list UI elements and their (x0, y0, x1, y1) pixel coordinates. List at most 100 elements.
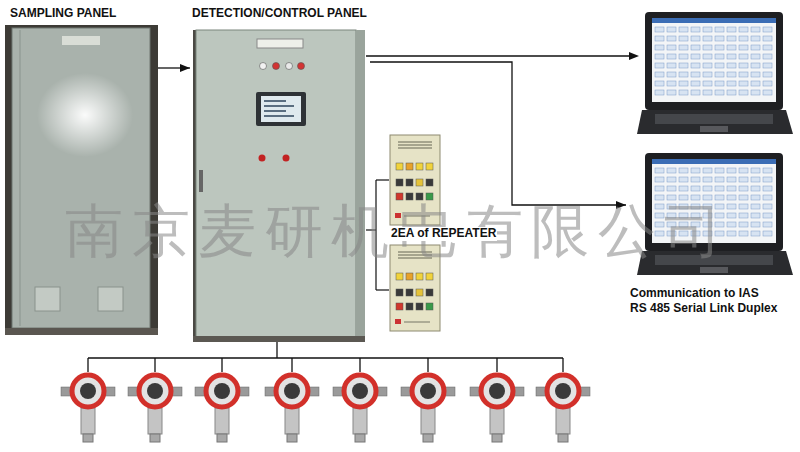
indicator-lamp (260, 63, 267, 70)
screen-cell (667, 177, 676, 182)
panel-heading: DETECTION/CONTROL PANEL (192, 6, 367, 21)
panel-heading: SAMPLING PANEL (10, 6, 116, 21)
detector-head (72, 375, 104, 407)
repeater-lamp (426, 289, 433, 296)
floor-strip (193, 336, 365, 342)
bus-drop (154, 358, 155, 372)
screen-cell (655, 81, 664, 86)
screen-cell (703, 54, 712, 59)
screen-cell (679, 45, 688, 50)
screen-cell (691, 36, 700, 41)
screen-cell (727, 72, 736, 77)
maker-logo (395, 319, 401, 324)
screen-cell (751, 81, 760, 86)
panel-subheading: RS 485 Serial Link Duplex (630, 301, 777, 316)
control-panel: DETECTION/CONTROL PANEL (190, 4, 370, 342)
repeater-lamp (396, 179, 403, 186)
screen-cell (715, 45, 724, 50)
screen-cell (763, 204, 772, 209)
screen-cell (679, 36, 688, 41)
arrow-head (629, 52, 639, 60)
screen-cell (727, 27, 736, 32)
screen-cell (727, 45, 736, 50)
gas-detector (536, 375, 590, 442)
screen-cell (763, 213, 772, 218)
sensor-cap (423, 434, 433, 442)
detector-window (489, 383, 505, 399)
screen-cell (679, 177, 688, 182)
screen-cell (667, 186, 676, 191)
cabinet-body (196, 30, 356, 340)
sampling-cabinet (5, 25, 158, 335)
screen-cell (763, 177, 772, 182)
bus-wire (88, 357, 563, 358)
screen-cell (703, 63, 712, 68)
screen-cell (715, 168, 724, 173)
screen-bar (264, 110, 286, 112)
screen-cell (751, 204, 760, 209)
sensor-cap (83, 434, 93, 442)
screen-cell (763, 195, 772, 200)
screen-bar (264, 100, 286, 102)
touchpad (700, 126, 728, 132)
screen-cell (679, 186, 688, 191)
screen-cell (763, 222, 772, 227)
sampling-panel: SAMPLING PANEL (4, 4, 158, 336)
title-bar (652, 159, 776, 164)
gas-detector (401, 375, 455, 442)
name-plate (62, 36, 100, 45)
screen-cell (739, 90, 748, 95)
cabinet-body (12, 28, 150, 328)
repeater-lamp (426, 179, 433, 186)
screen-cell (763, 36, 772, 41)
screen-cell (739, 204, 748, 209)
bus-drop (291, 358, 292, 372)
gas-detector (128, 375, 182, 442)
screen-cell (703, 90, 712, 95)
sensor-cap (558, 434, 568, 442)
sensor-cap (217, 434, 227, 442)
screen-cell (667, 27, 676, 32)
detector-window (420, 383, 436, 399)
screen-cell (727, 54, 736, 59)
bus-drop (427, 358, 428, 372)
screen-cell (703, 45, 712, 50)
screen-cell (763, 81, 772, 86)
screen-cell (751, 36, 760, 41)
photo-background (193, 30, 365, 342)
screen-cell (739, 72, 748, 77)
screen-cell (655, 90, 664, 95)
detector-window (214, 383, 230, 399)
gas-detector (61, 375, 115, 442)
screen-cell (763, 45, 772, 50)
screen-cell (739, 27, 748, 32)
detector-head (481, 375, 513, 407)
screen-cell (703, 36, 712, 41)
touchpad (700, 267, 728, 273)
repeater-lamp (426, 163, 433, 170)
screen-cell (703, 177, 712, 182)
screen-cell (727, 186, 736, 191)
touch-screen-frame (256, 92, 306, 126)
screen-cell (751, 186, 760, 191)
signal-line (366, 55, 629, 56)
screen-cell (763, 168, 772, 173)
detector-head (412, 375, 444, 407)
screen-cell (763, 63, 772, 68)
screen-cell (715, 72, 724, 77)
screen (652, 18, 776, 102)
sensor-stem (556, 408, 570, 434)
detector-window (555, 383, 571, 399)
screen-cell (655, 177, 664, 182)
laptop-computer (637, 12, 793, 134)
repeater-lamp (406, 179, 413, 186)
cabinet-side (356, 30, 365, 340)
screen-cell (667, 45, 676, 50)
repeater-lamp (406, 303, 413, 310)
sensor-stem (148, 408, 162, 434)
screen-cell (655, 54, 664, 59)
signal-connector (370, 62, 626, 205)
vent-plate (35, 287, 60, 311)
screen-cell (667, 54, 676, 59)
